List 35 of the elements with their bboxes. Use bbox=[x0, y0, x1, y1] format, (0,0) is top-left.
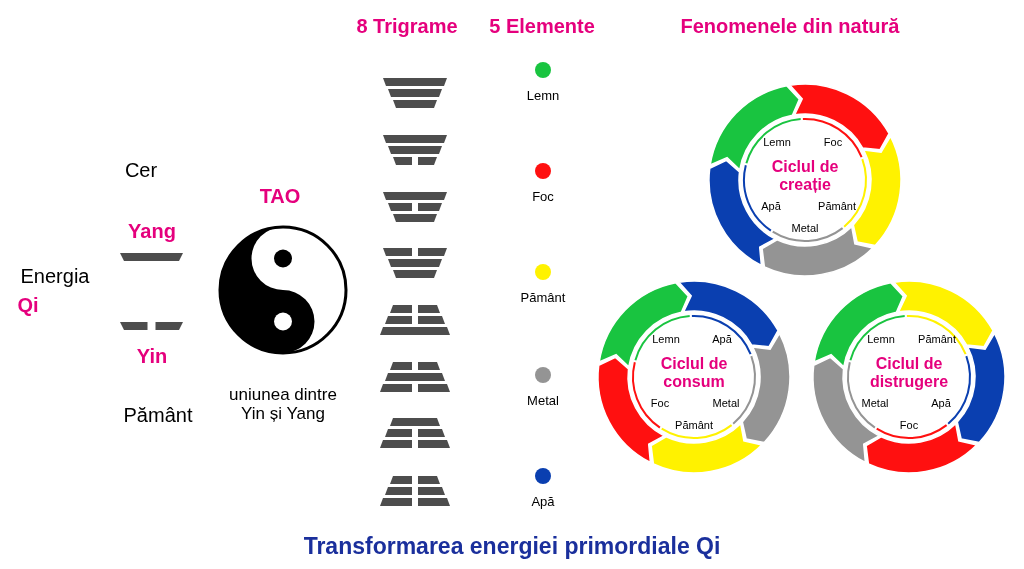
element-label: Apă bbox=[931, 396, 951, 410]
element-label: Metal bbox=[861, 396, 889, 410]
cycle-title: Ciclul de consum bbox=[659, 355, 729, 391]
column-heading: Fenomenele din natură bbox=[680, 15, 900, 37]
column-heading: 5 Elemente bbox=[489, 15, 595, 37]
element-label: Metal bbox=[791, 221, 819, 235]
element-label: Lemn bbox=[763, 135, 791, 149]
element-label: Lemn bbox=[867, 332, 895, 346]
element-label: Pământ bbox=[818, 199, 856, 213]
legend-label: Metal bbox=[527, 393, 559, 409]
legend-label: Foc bbox=[532, 189, 554, 205]
legend-label: Pământ bbox=[520, 290, 566, 306]
legend-label: Lemn bbox=[526, 88, 560, 104]
text-label: Cer bbox=[124, 159, 158, 181]
element-label: Lemn bbox=[652, 332, 680, 346]
element-label: Foc bbox=[899, 418, 919, 432]
element-label: Foc bbox=[823, 135, 843, 149]
text-label: Qi bbox=[17, 294, 39, 316]
description-text: uniunea dintre Yin și Yang bbox=[228, 386, 338, 424]
element-label: Foc bbox=[650, 396, 670, 410]
text-label: Yang bbox=[128, 220, 176, 242]
element-label: Pământ bbox=[918, 332, 956, 346]
element-label: Pământ bbox=[675, 418, 713, 432]
column-heading: 8 Trigrame bbox=[356, 15, 458, 37]
text-label: Pământ bbox=[123, 404, 193, 426]
text-label: TAO bbox=[259, 185, 301, 207]
text-label: Yin bbox=[136, 345, 168, 367]
caption-text: Transformarea energiei primordiale Qi bbox=[303, 534, 721, 560]
text-label: Energia bbox=[20, 265, 90, 287]
element-label: Metal bbox=[712, 396, 740, 410]
element-label: Apă bbox=[712, 332, 732, 346]
legend-label: Apă bbox=[531, 494, 555, 510]
cycle-title: Ciclul de creație bbox=[770, 158, 840, 194]
cycle-title: Ciclul de distrugere bbox=[868, 355, 950, 391]
element-label: Apă bbox=[761, 199, 781, 213]
